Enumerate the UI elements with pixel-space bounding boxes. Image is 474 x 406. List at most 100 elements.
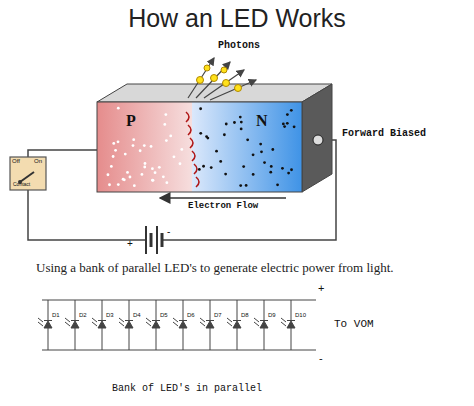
diode-label: D9 [268,312,276,319]
hole-dot [133,184,136,187]
photon-arrows [188,58,256,100]
hole-dot [163,123,166,126]
electron-dot [202,165,205,168]
hole-dot [154,171,157,174]
title: How an LED Works [0,4,474,33]
hole-dot [165,139,168,142]
electron-dot [199,107,202,110]
bias-label: Forward Biased [342,128,426,140]
electron-dot [223,133,226,136]
recombination-arc [190,138,193,148]
diode-label: D6 [187,312,195,319]
recombination-arc [188,125,191,135]
electron-dot [281,167,284,170]
electron-dot [269,171,272,174]
hole-dot [169,135,172,138]
diode-label: D2 [79,312,87,319]
region-label: P [126,112,136,130]
electron-dot [239,184,242,187]
caption: Using a bank of parallel LED's to genera… [36,261,394,276]
electron-dot [242,165,245,168]
electron-dot [283,125,286,128]
electron-dot [286,122,289,125]
hole-dot [117,140,120,143]
diode-label: D4 [133,312,141,319]
hole-dot [141,173,144,176]
electron-dot [215,150,218,153]
hole-dot [129,176,132,179]
region-label: N [256,112,268,130]
electron-dot [233,121,236,124]
hole-dot [180,148,183,151]
hole-dot [112,155,115,158]
flow-arrow [160,197,286,199]
output-label: To VOM [334,318,374,331]
charge-carriers [107,107,296,187]
recombination-arc [194,164,197,174]
hole-dot [162,175,165,178]
electron-dot [290,109,293,112]
electron-dot [245,184,248,187]
polarity-sign: - [167,226,170,238]
recombination-arc [192,151,195,161]
electron-dot [252,153,255,156]
hole-dot [132,144,135,147]
electron-dot [263,161,266,164]
hole-dot [158,166,161,169]
hole-dot [150,145,153,148]
electron-dot [252,173,255,176]
hole-dot [132,138,135,141]
switch-label: Off [12,158,20,165]
electron-dot [293,125,296,128]
hole-dot [117,107,120,110]
polarity-sign: + [318,282,324,295]
recombination-arc [186,112,189,122]
flow-label: Electron Flow [188,201,258,211]
electron-dot [199,132,202,135]
electron-dot [282,123,285,126]
diode-label: D7 [214,312,222,319]
switch-label: Contact [13,182,30,188]
electron-dot [287,172,290,175]
polarity-sign: + [127,238,133,250]
hole-dot [151,179,154,182]
hole-dot [143,166,146,169]
battery-symbol [146,226,162,254]
polarity-sign: - [319,352,323,365]
electron-dot [198,168,201,171]
hole-dot [108,183,111,186]
electron-dot [240,121,243,124]
electron-dot [260,150,263,153]
hole-dot [107,173,110,176]
hole-dot [126,171,129,174]
hole-dot [123,178,126,181]
hole-dot [164,113,167,116]
electron-dot [225,123,228,126]
electron-dot [259,143,262,146]
hole-dot [179,162,182,165]
electron-dot [246,138,249,141]
switch-label: On [34,158,42,165]
diode-label: D10 [295,312,306,319]
electron-dot [240,128,243,131]
diode-label: D5 [160,312,168,319]
diode-label: D8 [241,312,249,319]
bank-caption: Bank of LED's in parallel [112,383,262,395]
electron-dot [219,160,222,163]
semiconductor-region: N [252,110,272,132]
hole-dot [110,165,113,168]
switch-symbol [10,157,46,190]
electron-dot [290,168,293,171]
diode-label: D1 [52,312,60,319]
hole-dot [124,153,127,156]
hole-dot [143,144,146,147]
electron-dot [205,135,208,138]
electron-dot [210,166,213,169]
diode-label: D3 [106,312,114,319]
electron-dot [224,173,227,176]
electron-dot [270,165,273,168]
hole-dot [165,181,168,184]
photons-label: Photons [218,40,260,52]
led-bank-schematic [38,300,316,350]
hole-dot [152,179,155,182]
